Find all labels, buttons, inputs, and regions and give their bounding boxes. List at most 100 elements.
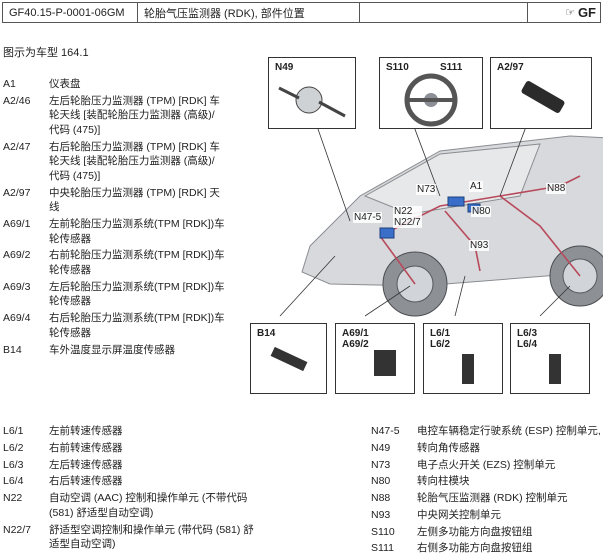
legend-row: A69/1 左前轮胎压力监测系统(TPM [RDK])车轮传感器: [3, 217, 225, 246]
legend-desc: 左后转速传感器: [49, 458, 123, 471]
callout-n80: N80: [471, 206, 492, 217]
legend-desc: 左前转速传感器: [49, 425, 123, 437]
legend-code: B14: [3, 343, 22, 356]
box-l6-1-2-label: L6/1 L6/2: [430, 328, 451, 350]
callout-n73: N73: [416, 184, 437, 195]
legend-row: N47-5 电控车辆稳定行驶系统 (ESP) 控制单元,: [371, 424, 603, 439]
legend-desc: 转向角传感器: [417, 441, 480, 454]
component-diagram: N49 S110 S111 A2/97 B14 A69/1 A69/2: [240, 46, 603, 394]
wheels: [382, 245, 603, 317]
central-antenna-icon: [521, 81, 565, 113]
box-l6-1-2: L6/1 L6/2: [423, 323, 503, 394]
legend-code: A69/2: [3, 249, 31, 262]
steering-wheel-icon: [404, 73, 458, 127]
legend-desc: 右前轮胎压力监测系统(TPM [RDK])车轮传感器: [49, 249, 225, 277]
model-note: 图示为车型 164.1: [3, 47, 89, 59]
legend-row: N22 自动空调 (AAC) 控制和操作单元 (不带代码 (581) 舒适型自动空…: [3, 491, 263, 520]
legend-desc: 左后轮胎压力监测器 (TPM) [RDK] 车轮天线 [装配轮胎压力监测器 (高…: [49, 94, 220, 136]
legend-desc: 车外温度显示屏温度传感器: [49, 343, 175, 356]
legend-row: L6/4 右后转速传感器: [3, 474, 263, 489]
legend-row: B14 车外温度显示屏温度传感器: [3, 343, 225, 358]
legend-code: N80: [371, 475, 391, 488]
legend-code: N22: [3, 492, 23, 505]
legend-row: N80 转向柱模块: [371, 474, 603, 489]
box-s111-label: S111: [440, 62, 463, 73]
header-bar: GF40.15-P-0001-06GM 轮胎气压监测器 (RDK), 部件位置 …: [2, 2, 601, 23]
box-a2-97-label: A2/97: [497, 62, 524, 73]
hand-pointer-icon: ☞: [565, 7, 575, 19]
legend-desc: 右前转速传感器: [49, 441, 123, 454]
legend-code: L6/3: [3, 458, 24, 471]
legend-row: N93 中央网关控制单元: [371, 508, 603, 523]
speed-sensor-rear-icon: [549, 354, 561, 384]
callout-a1: A1: [469, 181, 484, 192]
legend-desc: 电子点火开关 (EZS) 控制单元: [417, 458, 556, 471]
box-l6-3-4: L6/3 L6/4: [510, 323, 590, 394]
temperature-sensor-icon: [270, 346, 308, 372]
legend-code: L6/4: [3, 475, 24, 488]
legend-code: A69/3: [3, 280, 31, 293]
legend-desc: 中央网关控制单元: [417, 508, 501, 521]
legend-desc: 仪表盘: [49, 78, 81, 90]
legend-desc: 舒适型空调控制和操作单元 (带代码 (581) 舒适型自动空调): [49, 523, 254, 551]
callout-n47-5: N47-5: [353, 212, 383, 223]
callout-n93: N93: [469, 240, 490, 251]
steering-angle-sensor-icon: [278, 86, 346, 118]
box-l6-3-4-label: L6/3 L6/4: [517, 328, 538, 350]
box-n49: N49: [268, 57, 356, 129]
box-b14: B14: [250, 323, 327, 394]
legend-left: A1 仪表盘 A2/46 左后轮胎压力监测器 (TPM) [RDK] 车轮天线 [装配…: [3, 77, 225, 359]
legend-desc: 电控车辆稳定行驶系统 (ESP) 控制单元,: [417, 425, 601, 437]
legend-row: A2/97 中央轮胎压力监测器 (TPM) [RDK] 天线: [3, 186, 225, 215]
legend-desc: 自动空调 (AAC) 控制和操作单元 (不带代码 (581) 舒适型自动空调): [49, 492, 248, 519]
header-empty-cell: [360, 3, 528, 22]
legend-code: A2/46: [3, 94, 31, 107]
legend-row: A2/47 右后轮胎压力监测器 (TPM) [RDK] 车轮天线 [装配轮胎压力监…: [3, 140, 225, 184]
doc-id: GF40.15-P-0001-06GM: [3, 3, 138, 22]
legend-code: N22/7: [3, 523, 32, 536]
legend-row: A2/46 左后轮胎压力监测器 (TPM) [RDK] 车轮天线 [装配轮胎压力监…: [3, 94, 225, 138]
box-a69-label: A69/1 A69/2: [342, 328, 369, 350]
legend-code: A69/1: [3, 218, 31, 231]
wheel-sensor-icon: [374, 350, 396, 376]
legend-code: A2/97: [3, 186, 31, 199]
legend-code: N73: [371, 458, 391, 471]
legend-desc: 左侧多功能方向盘按钮组: [417, 525, 533, 538]
legend-code: N93: [371, 508, 391, 521]
speed-sensor-front-icon: [462, 354, 474, 384]
gf-logo: ☞ GF: [528, 3, 600, 22]
legend-code: A69/4: [3, 312, 31, 325]
legend-row: A69/3 左后轮胎压力监测系统(TPM [RDK])车轮传感器: [3, 280, 225, 309]
legend-row: N73 电子点火开关 (EZS) 控制单元: [371, 458, 603, 473]
box-b14-label: B14: [257, 328, 276, 339]
legend-code: L6/1: [3, 425, 24, 437]
logo-text: GF: [577, 5, 596, 20]
callout-n22: N22 N22/7: [393, 206, 422, 228]
legend-desc: 左后轮胎压力监测系统(TPM [RDK])车轮传感器: [49, 280, 225, 308]
legend-desc: 右后转速传感器: [49, 475, 123, 488]
legend-desc: 右侧多功能方向盘按钮组: [417, 542, 533, 555]
callout-n88: N88: [546, 183, 567, 194]
legend-code: N47-5: [371, 425, 400, 437]
legend-code: S111: [371, 542, 394, 555]
legend-desc: 右后轮胎压力监测系统(TPM [RDK])车轮传感器: [49, 312, 225, 339]
legend-row: L6/1 左前转速传感器: [3, 424, 263, 439]
legend-row: S111 右侧多功能方向盘按钮组: [371, 541, 603, 556]
legend-desc: 中央轮胎压力监测器 (TPM) [RDK] 天线: [49, 186, 220, 214]
legend-desc: 转向柱模块: [417, 475, 470, 488]
legend-desc: 左前轮胎压力监测系统(TPM [RDK])车轮传感器: [49, 218, 225, 245]
legend-code: S110: [371, 525, 395, 538]
legend-code: A1: [3, 78, 16, 90]
legend-desc: 右后轮胎压力监测器 (TPM) [RDK] 车轮天线 [装配轮胎压力监测器 (高…: [49, 140, 220, 182]
legend-row: S110 左侧多功能方向盘按钮组: [371, 525, 603, 540]
box-n49-label: N49: [275, 62, 294, 73]
legend-code: A2/47: [3, 140, 31, 153]
box-s110-label: S110: [386, 62, 409, 73]
doc-title: 轮胎气压监测器 (RDK), 部件位置: [138, 3, 360, 22]
box-s110-s111: S110 S111: [379, 57, 483, 129]
